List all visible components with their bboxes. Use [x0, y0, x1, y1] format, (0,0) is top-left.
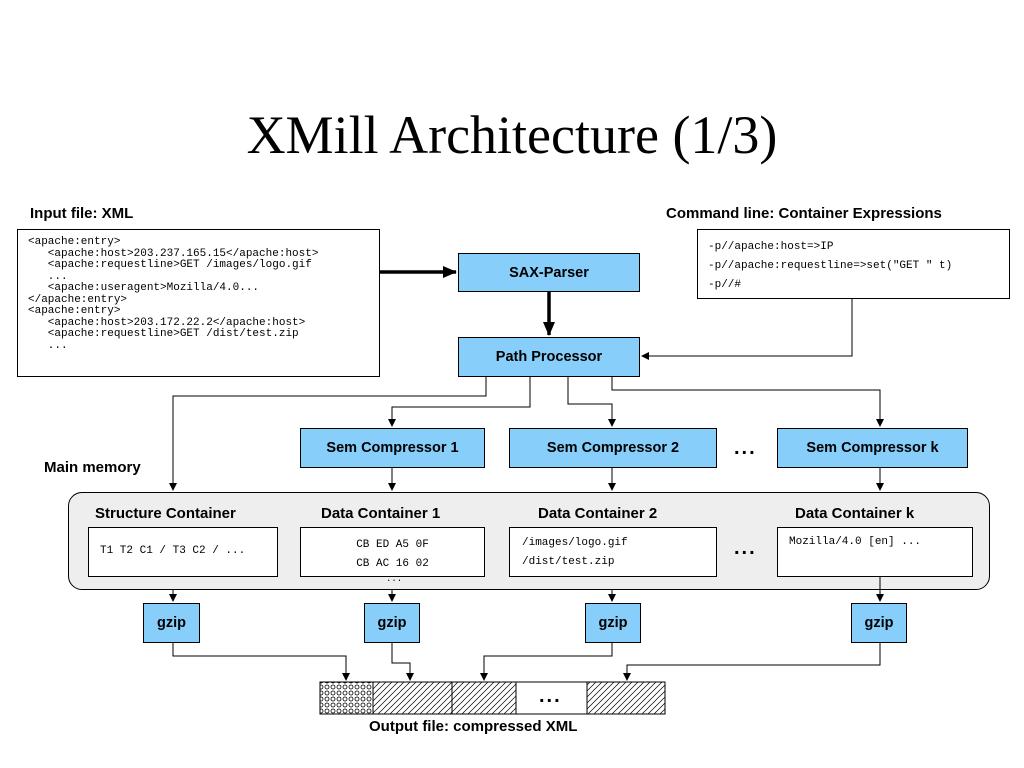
output-segment-data-k — [586, 681, 666, 715]
data-container-2-label: Data Container 2 — [538, 505, 658, 522]
data-container-k-content: Mozilla/4.0 [en] ... — [789, 536, 922, 548]
output-segment-gap — [515, 681, 588, 715]
input-xml-line: <apache:requestline>GET /dist/test.zip — [28, 328, 299, 340]
input-xml-line: <apache:host>203.172.22.2</apache:host> — [28, 316, 306, 329]
gzip-data-1-box: gzip — [364, 603, 420, 643]
command-line-text: -p//apache:host=>IP -p//apache:requestlin… — [708, 238, 1009, 295]
gzip-structure-box: gzip — [143, 603, 200, 643]
input-xml-line: <apache:entry> — [28, 236, 121, 248]
data-container-1-line-1: CB ED A5 0F — [356, 539, 429, 551]
data-container-k-box: Mozilla/4.0 [en] ... — [777, 527, 973, 577]
structure-container-label: Structure Container — [95, 505, 236, 522]
command-line: -p//apache:requestline=>set("GET " t) — [708, 260, 953, 272]
command-line: -p//# — [708, 279, 742, 291]
path-to-structure-arrow — [169, 377, 487, 491]
slide-title: XMill Architecture (1/3) — [246, 105, 778, 165]
data-container-1-box: CB ED A5 0F CB AC 16 02 — [300, 527, 485, 577]
data-container-1-more: ... — [386, 574, 403, 584]
command-line-label: Command line: Container Expressions — [666, 205, 942, 222]
output-segment-data-1 — [372, 681, 453, 715]
data-container-2-line-1: /images/logo.gif — [522, 537, 628, 549]
input-xml-line: <apache:useragent>Mozilla/4.0... — [28, 282, 260, 294]
sem-compressor-k-box: Sem Compressor k — [777, 428, 968, 468]
input-xml-line: ... — [28, 270, 68, 283]
input-xml-text: <apache:entry> <apache:host>203.237.165.… — [28, 236, 379, 352]
compressor-ellipsis: ... — [734, 437, 757, 459]
input-xml-line: <apache:entry> — [28, 305, 121, 317]
output-file-label: Output file: compressed XML — [369, 718, 578, 735]
data-container-2-line-2: /dist/test.zip — [522, 556, 615, 568]
input-xml-line: <apache:requestline>GET /images/logo.gif — [28, 259, 312, 271]
path-to-comp1-arrow — [388, 377, 531, 427]
path-to-comp2-arrow — [567, 377, 616, 427]
input-xml-line: ... — [28, 339, 68, 352]
output-file-bar — [319, 681, 666, 715]
gzip-data-2-box: gzip — [585, 603, 641, 643]
data-container-k-label: Data Container k — [795, 505, 915, 522]
output-ellipsis: ... — [539, 685, 562, 707]
main-memory-label: Main memory — [44, 459, 141, 476]
output-segment-structure — [319, 681, 374, 715]
data-container-1-label: Data Container 1 — [321, 505, 441, 522]
container-ellipsis: ... — [734, 537, 757, 559]
input-xml-box: <apache:entry> <apache:host>203.237.165.… — [17, 229, 380, 377]
output-segment-data-2 — [451, 681, 517, 715]
data-container-2-box: /images/logo.gif /dist/test.zip — [509, 527, 717, 577]
gzip-data-k-box: gzip — [851, 603, 907, 643]
path-to-compk-arrow — [611, 377, 884, 427]
path-processor-box: Path Processor — [458, 337, 640, 377]
input-xml-line: <apache:host>203.237.165.15</apache:host… — [28, 247, 319, 260]
sem-compressor-1-box: Sem Compressor 1 — [300, 428, 485, 468]
command-to-path-arrow — [641, 299, 853, 360]
command-line: -p//apache:host=>IP — [708, 241, 834, 253]
sem-compressor-2-box: Sem Compressor 2 — [509, 428, 717, 468]
data-container-1-line-2: CB AC 16 02 — [356, 558, 429, 570]
structure-container-box: T1 T2 C1 / T3 C2 / ... — [88, 527, 278, 577]
input-xml-line: </apache:entry> — [28, 293, 128, 306]
command-line-box: -p//apache:host=>IP -p//apache:requestlin… — [697, 229, 1010, 299]
structure-container-content: T1 T2 C1 / T3 C2 / ... — [100, 545, 246, 558]
sax-parser-box: SAX-Parser — [458, 253, 640, 292]
input-file-label: Input file: XML — [30, 205, 134, 222]
